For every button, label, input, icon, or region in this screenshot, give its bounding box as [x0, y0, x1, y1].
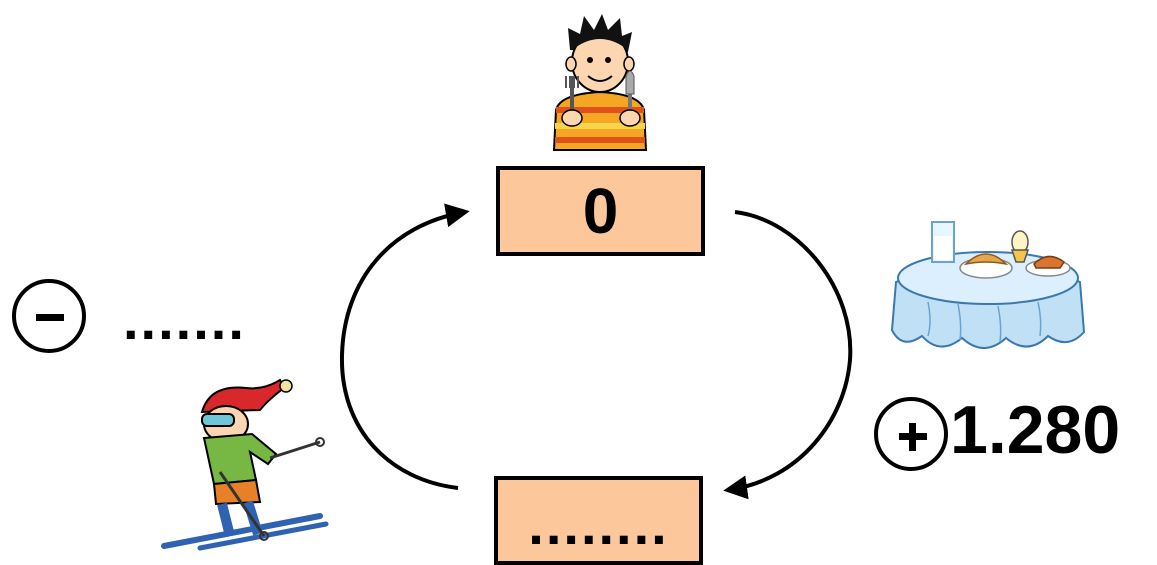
minus-change-value: ....... — [123, 288, 246, 351]
eating-boy-icon — [552, 14, 648, 151]
minus-sign-icon — [12, 279, 86, 353]
plus-sign-icon — [874, 397, 948, 471]
left-arrow — [339, 203, 470, 490]
breakfast-table-icon — [890, 221, 1086, 349]
skier-icon — [161, 378, 329, 551]
right-arrow — [723, 210, 853, 500]
top-value-box: 0 — [496, 166, 705, 256]
bottom-value: ........ — [528, 493, 669, 556]
top-value: 0 — [582, 175, 619, 247]
bottom-value-box: ........ — [494, 476, 703, 565]
plus-change-value: 1.280 — [950, 392, 1121, 468]
